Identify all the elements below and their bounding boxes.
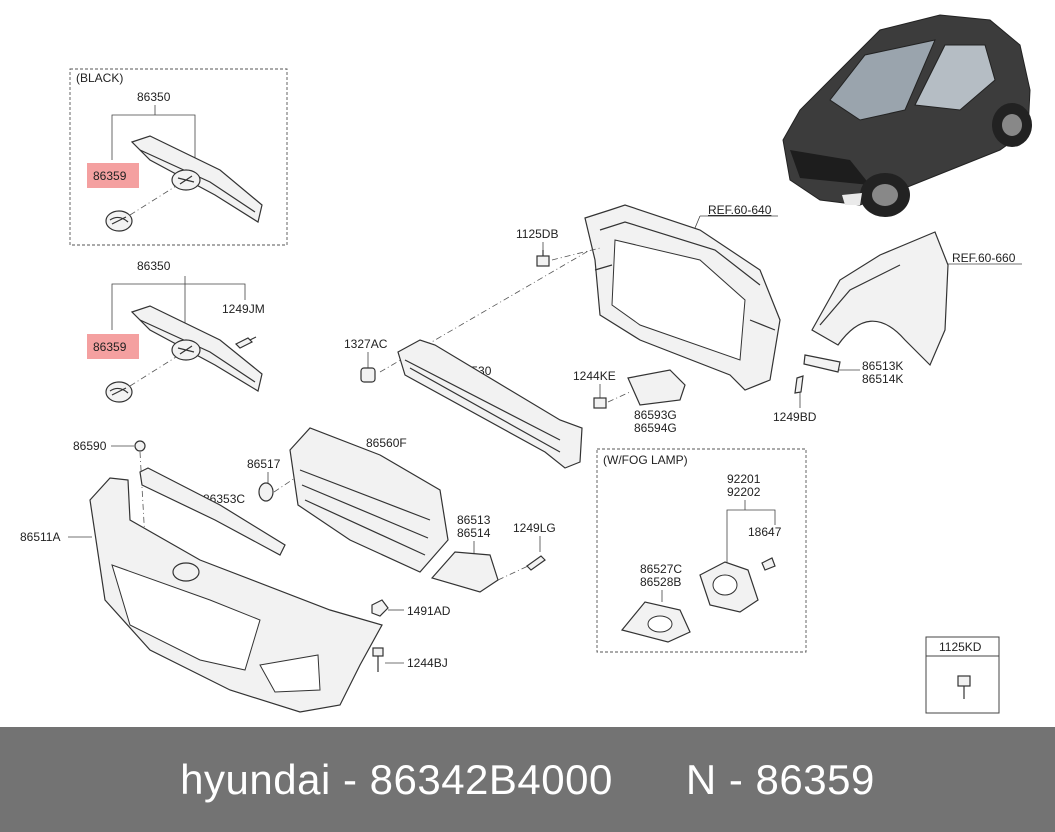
label-86594G[interactable]: 86594G — [634, 421, 677, 435]
cap-86517[interactable] — [258, 482, 274, 502]
label-86513[interactable]: 86513 — [457, 513, 491, 527]
fog-lamp-92201[interactable] — [699, 561, 759, 613]
ref-60-660[interactable]: REF.60-660 — [952, 251, 1016, 265]
garnish-86353C[interactable] — [139, 467, 286, 556]
clip-86590[interactable] — [134, 440, 146, 452]
label-1249JM[interactable]: 1249JM — [222, 302, 265, 316]
bracket-86513K[interactable] — [803, 354, 841, 373]
screw-1249BD[interactable] — [794, 375, 804, 394]
bolt-1244BJ[interactable] — [372, 647, 384, 672]
front-fender[interactable] — [811, 231, 949, 367]
label-86513K[interactable]: 86513K — [862, 359, 903, 373]
highlight-86359-mid — [87, 334, 139, 359]
fog-lamp-group-label: (W/FOG LAMP) — [603, 453, 688, 467]
fog-garnish-86527C[interactable] — [620, 601, 691, 643]
label-86527C[interactable]: 86527C — [640, 562, 682, 576]
label-1244BJ[interactable]: 1244BJ — [407, 656, 448, 670]
label-86511A[interactable]: 86511A — [20, 530, 60, 544]
bolt-1244KE[interactable] — [593, 397, 607, 409]
label-18647[interactable]: 18647 — [748, 525, 782, 539]
label-1249LG[interactable]: 1249LG — [513, 521, 556, 535]
label-86514[interactable]: 86514 — [457, 526, 491, 540]
label-86590[interactable]: 86590 — [73, 439, 107, 453]
bolt-1125KD-icon — [957, 675, 971, 699]
label-86350-mid[interactable]: 86350 — [137, 259, 171, 273]
bolt-1125DB[interactable] — [536, 250, 550, 267]
label-86359-mid[interactable]: 86359 — [93, 340, 127, 354]
label-1327AC[interactable]: 1327AC — [344, 337, 388, 351]
nut-1327AC[interactable] — [360, 367, 376, 383]
label-86593G[interactable]: 86593G — [634, 408, 677, 422]
label-1125KD[interactable]: 1125KD — [939, 640, 982, 654]
bumper-beam-86530[interactable] — [397, 339, 583, 469]
fog-lamp-group-box — [596, 448, 807, 653]
label-86528B[interactable]: 86528B — [640, 575, 681, 589]
fog-cover-86513[interactable] — [430, 551, 499, 593]
screw-1249LG[interactable] — [526, 555, 546, 571]
radiator-grille-top[interactable] — [130, 135, 263, 223]
footer-bar: hyundai - 86342B4000 N - 86359 — [0, 727, 1055, 832]
label-86514K[interactable]: 86514K — [862, 372, 903, 386]
black-group-box — [69, 68, 288, 246]
black-group-label: (BLACK) — [76, 71, 123, 85]
front-bumper-86511A[interactable] — [89, 477, 383, 713]
label-1491AD[interactable]: 1491AD — [407, 604, 451, 618]
bracket-86593G[interactable] — [627, 369, 686, 406]
highlight-86359-top — [87, 163, 139, 188]
car-illustration — [782, 14, 1032, 217]
lower-grille-86560F[interactable] — [289, 427, 449, 573]
label-92202[interactable]: 92202 — [727, 485, 761, 499]
label-1125DB[interactable]: 1125DB — [516, 227, 558, 241]
part-box-1125KD — [925, 636, 1000, 714]
bulb-18647[interactable] — [761, 557, 776, 571]
parts-diagram: (BLACK) 86350 86359 86350 1249JM 86359 — [20, 14, 1032, 714]
label-86517[interactable]: 86517 — [247, 457, 281, 471]
clip-1491AD[interactable] — [371, 599, 389, 617]
label-86359-top[interactable]: 86359 — [93, 169, 127, 183]
footer-part-number: hyundai - 86342B4000 N - 86359 — [180, 755, 875, 803]
ref-60-640[interactable]: REF.60-640 — [708, 203, 772, 217]
radiator-grille-mid[interactable] — [130, 305, 263, 392]
label-86560F[interactable]: 86560F — [366, 436, 407, 450]
emblem-mid[interactable] — [105, 381, 133, 403]
label-1249BD[interactable]: 1249BD — [773, 410, 817, 424]
label-92201[interactable]: 92201 — [727, 472, 761, 486]
emblem-top[interactable] — [105, 210, 133, 232]
label-86350-top[interactable]: 86350 — [137, 90, 171, 104]
label-1244KE[interactable]: 1244KE — [573, 369, 616, 383]
radiator-support-panel[interactable] — [584, 204, 781, 391]
screw-1249JM[interactable] — [234, 336, 257, 349]
